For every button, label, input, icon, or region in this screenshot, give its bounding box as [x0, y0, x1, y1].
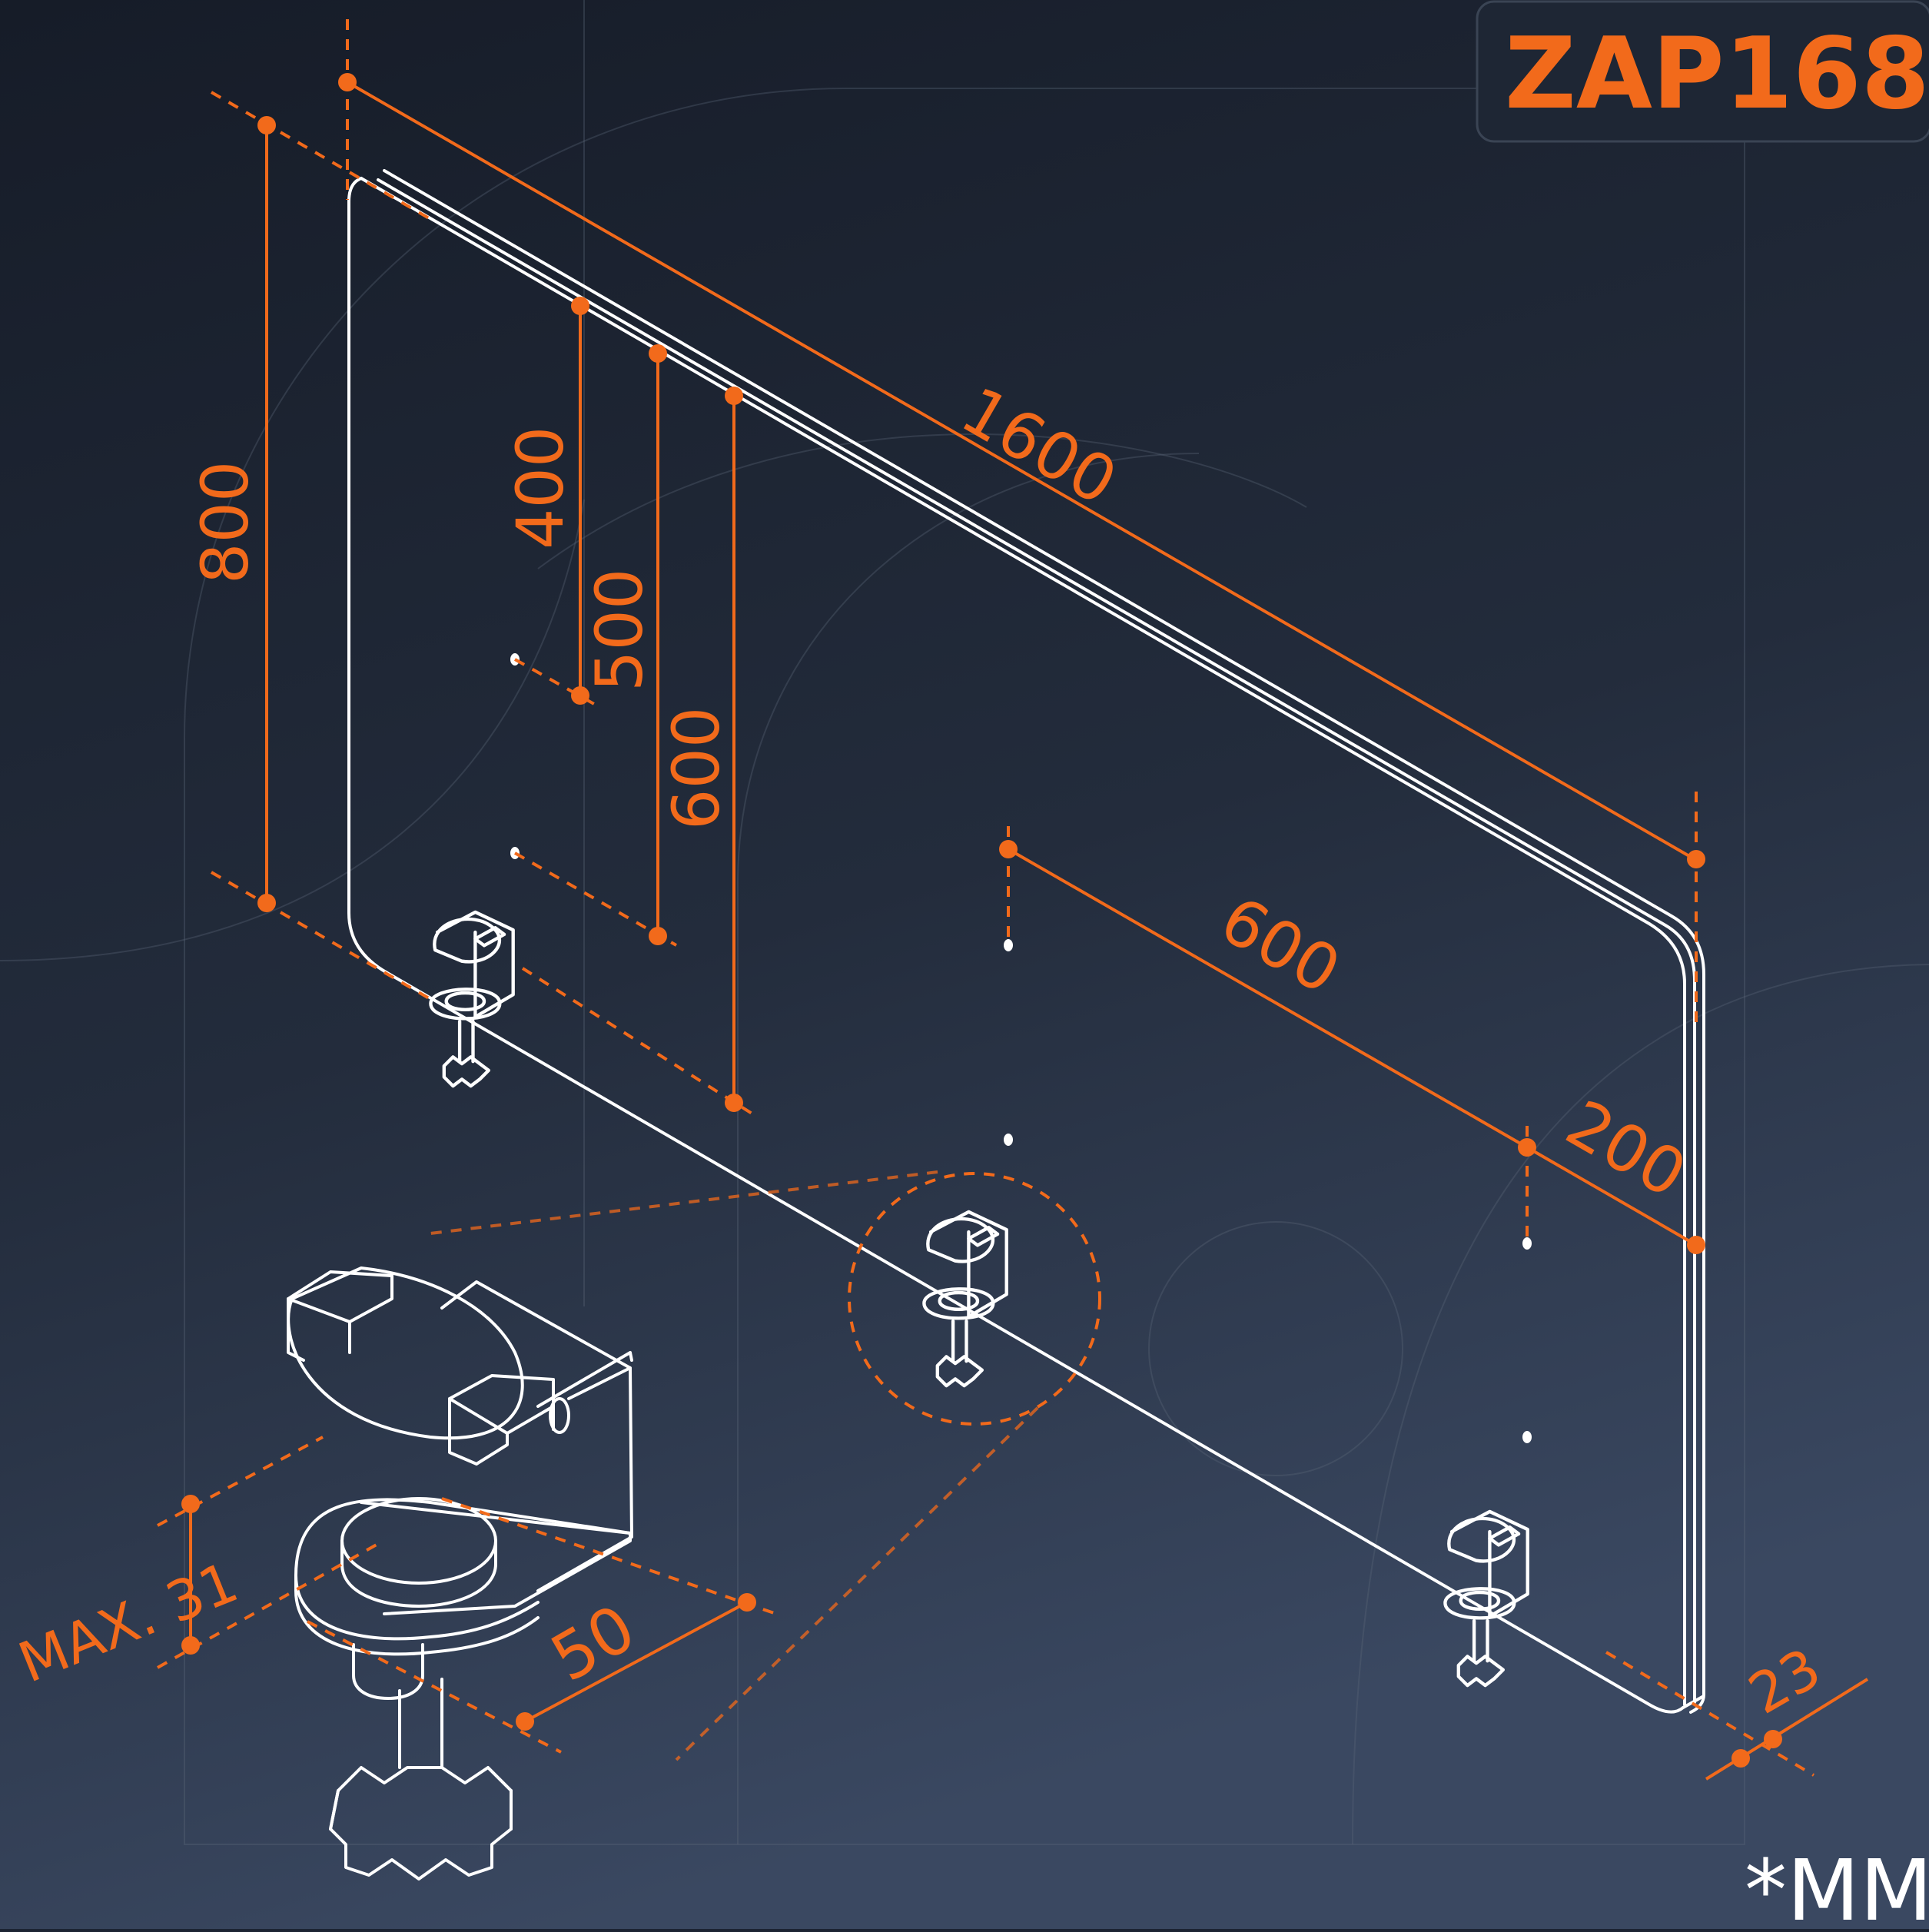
- mount-hole: [1522, 1237, 1532, 1250]
- mount-hole: [1004, 939, 1013, 951]
- dimension-points: [181, 73, 1782, 1768]
- desk-screen-panel: [347, 169, 1705, 1714]
- dimension-hole-height-2-label: 500: [582, 569, 657, 692]
- mount-hole: [1522, 1431, 1532, 1443]
- clamp-detail: [287, 1266, 633, 1881]
- dimension-hole-height-1-label: 400: [503, 427, 578, 549]
- mount-hole: [1004, 1134, 1013, 1146]
- unit-label: *MM: [1745, 1841, 1929, 1929]
- model-badge: ZAP1680: [1476, 0, 1929, 143]
- dimension-lines: [157, 19, 1869, 1781]
- dimension-hole-height-3-label: 600: [659, 707, 734, 830]
- dimension-height-label: 800: [188, 461, 263, 584]
- model-code: ZAP1680: [1505, 17, 1929, 131]
- detail-callout: [430, 1170, 1101, 1761]
